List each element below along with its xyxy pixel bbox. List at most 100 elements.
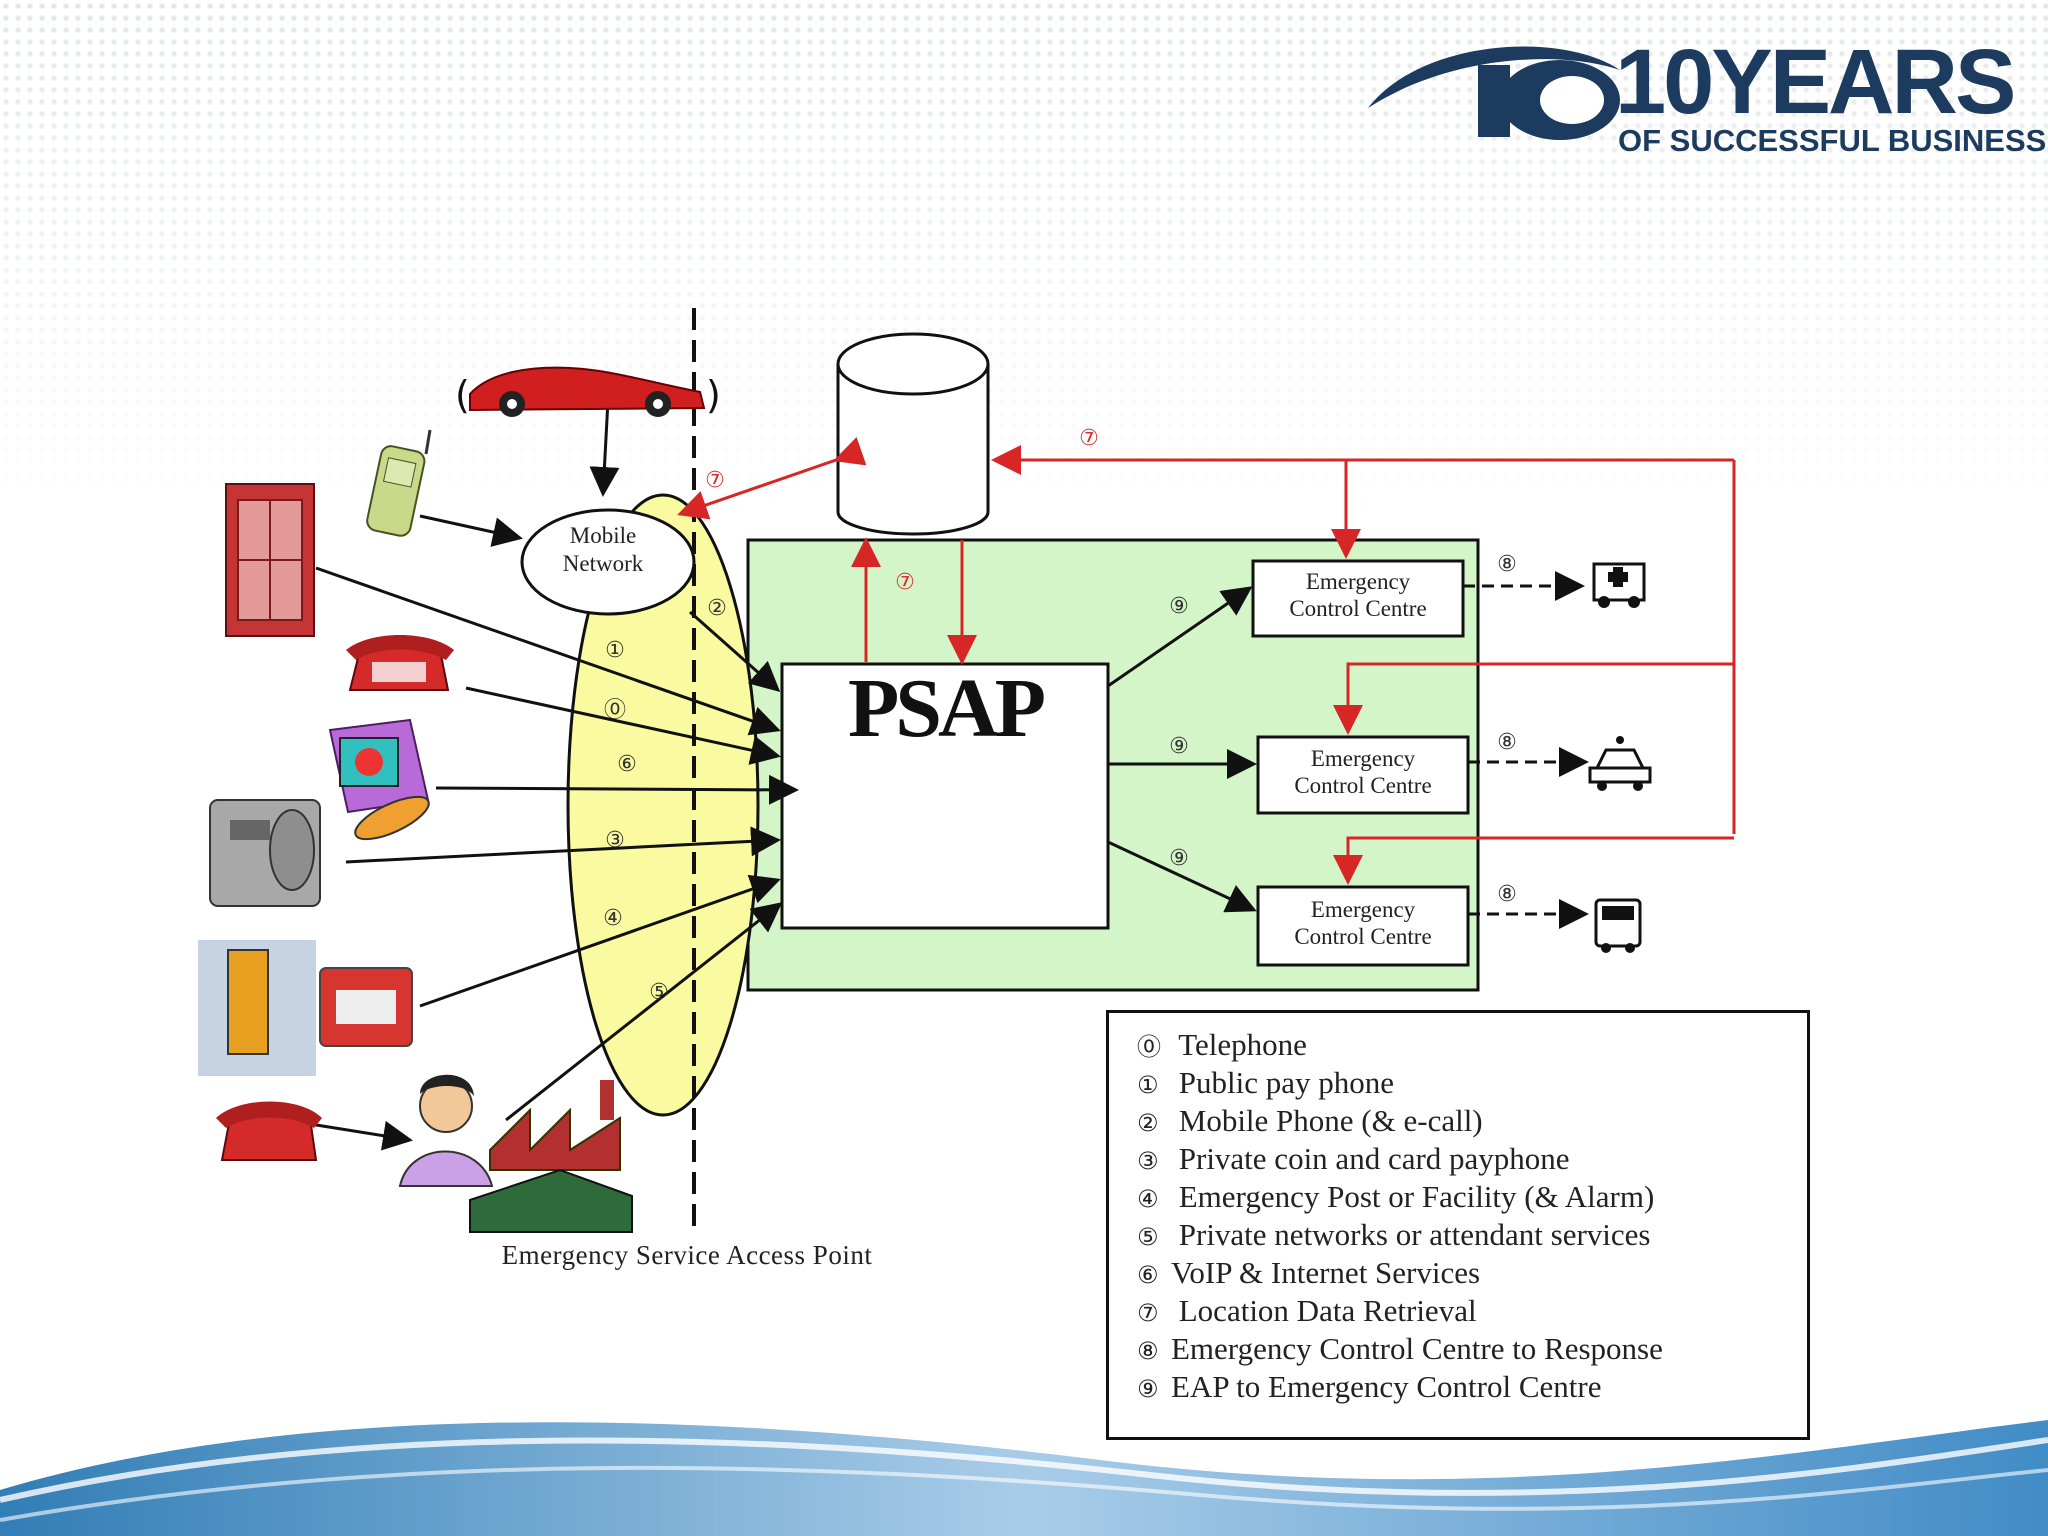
marker-eight-3: ⑧ [1497,882,1517,907]
mobile-network-label: Mobile Network [528,522,678,578]
control-centre-1-line1: Emergency [1305,569,1411,594]
mobile-phone-icon [366,429,432,537]
police-car-icon [1588,736,1652,791]
legend-item: ⑧ Emergency Control Centre to Response [1137,1331,1807,1369]
payphone-icon [209,799,321,907]
company-logo-graphic [1368,46,1620,140]
arrow-booth-to-psap [315,566,781,736]
control-centre-1-line2: Control Centre [1289,596,1427,621]
legend-item: ① Public pay phone [1137,1065,1807,1103]
sports-car-icon: ( ) [455,366,721,417]
legend-symbol: ② [1137,1109,1159,1137]
logo-big-text: 10YEARS [1615,31,2016,133]
marker-four: ④ [603,906,623,931]
legend-item: ⑦ Location Data Retrieval [1137,1293,1807,1331]
red-arrow-db-to-mobile [677,436,867,520]
legend-item: ⑥ VoIP & Internet Services [1137,1255,1807,1293]
arrow-telephone-to-psap [465,686,781,765]
control-centre-3-line1: Emergency [1310,897,1416,922]
control-centre-3-label: Emergency Control Centre [1258,896,1468,950]
background-dot-pattern [0,0,2048,520]
psap-label: PSAP [848,662,1046,755]
legend-text: Location Data Retrieval [1171,1293,1477,1328]
control-centre-box-1 [1251,559,1465,638]
legend-item: ⑨ EAP to Emergency Control Centre [1137,1369,1807,1407]
marker-five: ⑤ [649,980,669,1005]
legend-text: EAP to Emergency Control Centre [1171,1369,1602,1404]
legend-item: ⓪ Telephone [1137,1027,1807,1065]
marker-seven-psap-db: ⑦ [895,570,915,595]
legend-symbol: ⑥ [1137,1261,1159,1289]
mobile-network-node [520,508,696,616]
bottom-wave-decoration [0,1420,2048,1536]
control-centre-1-label: Emergency Control Centre [1253,568,1463,622]
arrow-emergency-post-to-psap [419,874,781,1008]
arrow-mobile-to-psap [689,610,781,692]
emergency-post-icon [198,940,413,1076]
arrow-voip-to-psap [435,774,799,805]
location-database-icon [836,332,990,536]
legend-text: Mobile Phone (& e-call) [1171,1103,1483,1138]
arrow-car-to-mobile [589,399,620,497]
arrow-desk-phone-to-attendant [309,1120,413,1151]
marker-seven-db-mobile: ⑦ [705,468,725,493]
control-centre-2-label: Emergency Control Centre [1258,745,1468,799]
svg-text:(: ( [455,373,470,417]
legend-item: ⑤ Private networks or attendant services [1137,1217,1807,1255]
arrow-private-network-to-psap [505,902,783,1122]
legend-symbol: ① [1137,1071,1159,1099]
mobile-network-label-line2: Network [562,551,644,576]
legend-symbol: ⓪ [1137,1033,1161,1061]
legend-symbol: ③ [1137,1147,1159,1175]
svg-text:): ) [706,373,721,417]
logo-tagline: OF SUCCESSFUL BUSINESS [1618,123,2047,158]
marker-one: ① [605,638,625,663]
legend-text: VoIP & Internet Services [1171,1255,1481,1290]
ambulance-icon [1592,562,1646,608]
marker-zero: ⓪ [603,698,626,723]
red-line-to-centre-2 [1333,662,1734,735]
marker-eight-2: ⑧ [1497,730,1517,755]
attendant-operator-icon [398,1074,494,1187]
red-telephone-icon [346,635,454,691]
legend-text: Public pay phone [1171,1065,1394,1100]
arrow-psap-to-centre-1 [1107,586,1253,688]
legend-symbol: ⑨ [1137,1375,1159,1403]
marker-six: ⑥ [617,752,637,777]
marker-seven-top: ⑦ [1079,426,1099,451]
legend-symbol: ⑦ [1137,1299,1159,1327]
marker-three: ③ [605,828,625,853]
legend-item: ④ Emergency Post or Facility (& Alarm) [1137,1179,1807,1217]
legend-text: Emergency Control Centre to Response [1171,1331,1663,1366]
legend-symbol: ⑧ [1137,1337,1159,1365]
factory-building-icon [469,1080,633,1233]
marker-nine-3: ⑨ [1169,846,1189,871]
control-centre-box-3 [1256,885,1470,967]
control-centre-2-line2: Control Centre [1294,773,1432,798]
legend-item: ③ Private coin and card payphone [1137,1141,1807,1179]
legend-text: Private coin and card payphone [1171,1141,1570,1176]
marker-two: ② [707,596,727,621]
legend-text: Private networks or attendant services [1171,1217,1651,1252]
esap-label: Emergency Service Access Point [501,1240,873,1270]
logo-text: 10YEARS OF SUCCESSFUL BUSINESS [1615,31,2047,158]
control-centre-box-2 [1256,735,1470,815]
arrow-psap-to-centre-3 [1107,840,1257,913]
legend-symbol: ④ [1137,1185,1159,1213]
marker-eight-1: ⑧ [1497,552,1517,577]
arrow-payphone-to-psap [345,826,781,864]
desk-telephone-icon [216,1101,322,1161]
mobile-network-label-line1: Mobile [569,523,637,548]
marker-nine-2: ⑨ [1169,734,1189,759]
legend-text: Telephone [1171,1027,1307,1062]
fire-truck-icon [1594,898,1642,953]
phone-booth-icon [225,483,315,637]
legend-item: ② Mobile Phone (& e-call) [1137,1103,1807,1141]
legend-box: ⓪ Telephone ① Public pay phone ② Mobile … [1106,1010,1810,1440]
marker-nine-1: ⑨ [1169,594,1189,619]
red-line-to-centre-3 [1333,836,1734,885]
control-centre-2-line1: Emergency [1310,746,1416,771]
arrow-phone-to-mobile [419,514,523,547]
voip-computer-icon [328,718,430,841]
